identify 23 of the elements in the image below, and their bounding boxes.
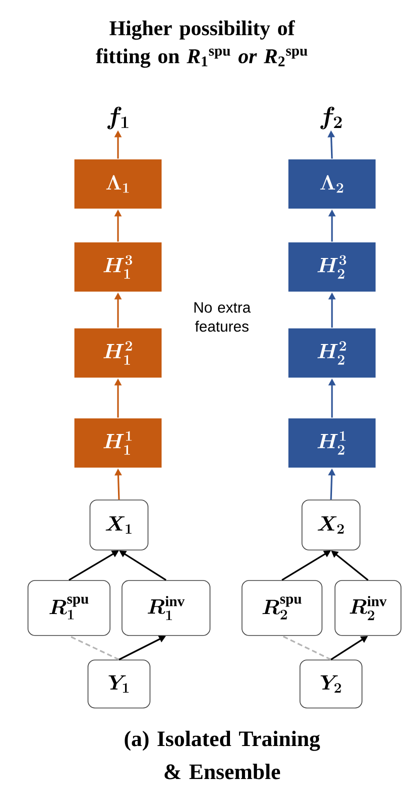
layer-box: $H_1^1$ [74, 418, 162, 468]
variable-box: $X_1$ [90, 500, 148, 550]
variable-box: $R_2^{\mathrm{spu}}$ [242, 580, 322, 636]
output-label: $f_1$ [107, 106, 128, 130]
layer-box: $H_2^3$ [288, 242, 376, 292]
layer-box: $H_2^2$ [288, 328, 376, 378]
dashed-line [282, 635, 332, 660]
variable-box: $R_2^{\mathrm{inv}}$ [334, 580, 402, 636]
layer-box: $\Lambda_1$ [74, 158, 162, 210]
layer-box: $H_1^3$ [74, 242, 162, 292]
title: Higher possibility of fitting on R$_{1}$$^{spu}$ or R$_{2}$spu [96, 20, 308, 68]
note-text: No extra features [194, 302, 251, 332]
layer-box: $H_2^1$ [288, 418, 376, 468]
variable-box: $Y_2$ [300, 660, 362, 708]
caption: (a) Isolated Training & Ensemble [124, 730, 320, 780]
variable-box: $R_1^{\mathrm{spu}}$ [28, 580, 110, 636]
layer-box: $H_1^2$ [74, 328, 162, 378]
layer-box: $\Lambda_2$ [288, 158, 376, 210]
variable-box: $Y_1$ [88, 660, 150, 708]
output-label: $f_2$ [320, 106, 342, 130]
dashed-line [68, 635, 120, 660]
variable-box: $X_2$ [302, 500, 360, 550]
variable-box: $R_1^{\mathrm{inv}}$ [122, 580, 210, 636]
